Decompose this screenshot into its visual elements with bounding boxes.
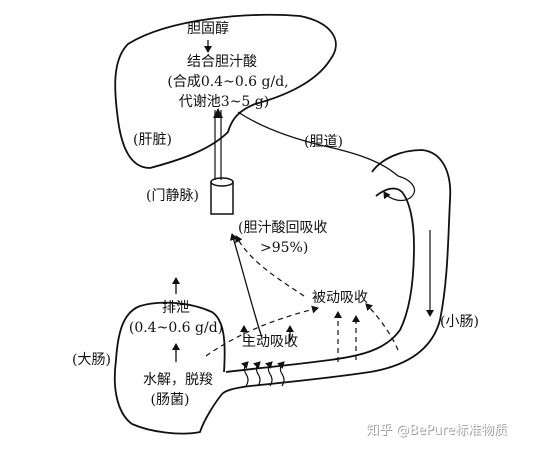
passive-to-portal-dashed [235,235,305,297]
label-conjugated-bile-acid: 结合胆汁酸 [187,54,257,70]
active-absorption-pathway [229,233,263,339]
label-synthesis: (合成0.4~0.6 g/d, [167,74,288,90]
label-pool: 代谢池3~5 g) [179,94,269,110]
small-intestine-inner [225,187,415,373]
label-hydrolysis-1: 水解，脱羧 [143,372,213,388]
label-portal-vein: (门静脉) [146,188,199,204]
label-excretion: 排泄 [162,300,190,316]
label-excretion-amount: (0.4~0.6 g/d) [129,320,223,336]
passive-from-large-intestine-dashed [205,305,319,357]
wavy-arrow-2 [252,361,261,387]
small-intestine-outer [221,149,452,395]
label-reabsorption-1: (胆汁酸回吸收 [238,220,327,236]
duodenum-flow-loop [383,175,415,202]
label-bile-duct: (胆道) [304,134,343,150]
watermark: 知乎 @BePure标准物质 [366,422,507,438]
label-small-intestine: (小肠) [440,314,479,330]
label-large-intestine: (大肠) [72,352,111,368]
label-cholesterol: 胆固醇 [187,20,229,37]
label-reabsorption-2: >95%) [260,240,308,256]
large-intestine-top [139,301,226,373]
portal-vein-arrowhead [213,108,223,118]
passive-dashed-up-3 [365,303,399,351]
wavy-arrow-3 [264,361,273,387]
active-absorption-wavy-arrows [240,361,285,387]
portal-vein-cylinder [210,181,234,215]
label-liver: (肝脏) [133,132,172,148]
wavy-arrow-4 [276,361,285,387]
wavy-arrow-1 [240,361,249,387]
watermark-shadow: 知乎 @BePure标准物质 [367,423,508,439]
liver-outline [114,14,337,169]
portal-vein-cylinder-top [210,177,234,187]
large-intestine-outline [113,305,223,435]
label-passive-absorption: 被动吸收 [312,290,368,306]
label-active-absorption: 主动吸收 [242,334,298,350]
label-hydrolysis-2: (肠菌) [151,392,190,408]
